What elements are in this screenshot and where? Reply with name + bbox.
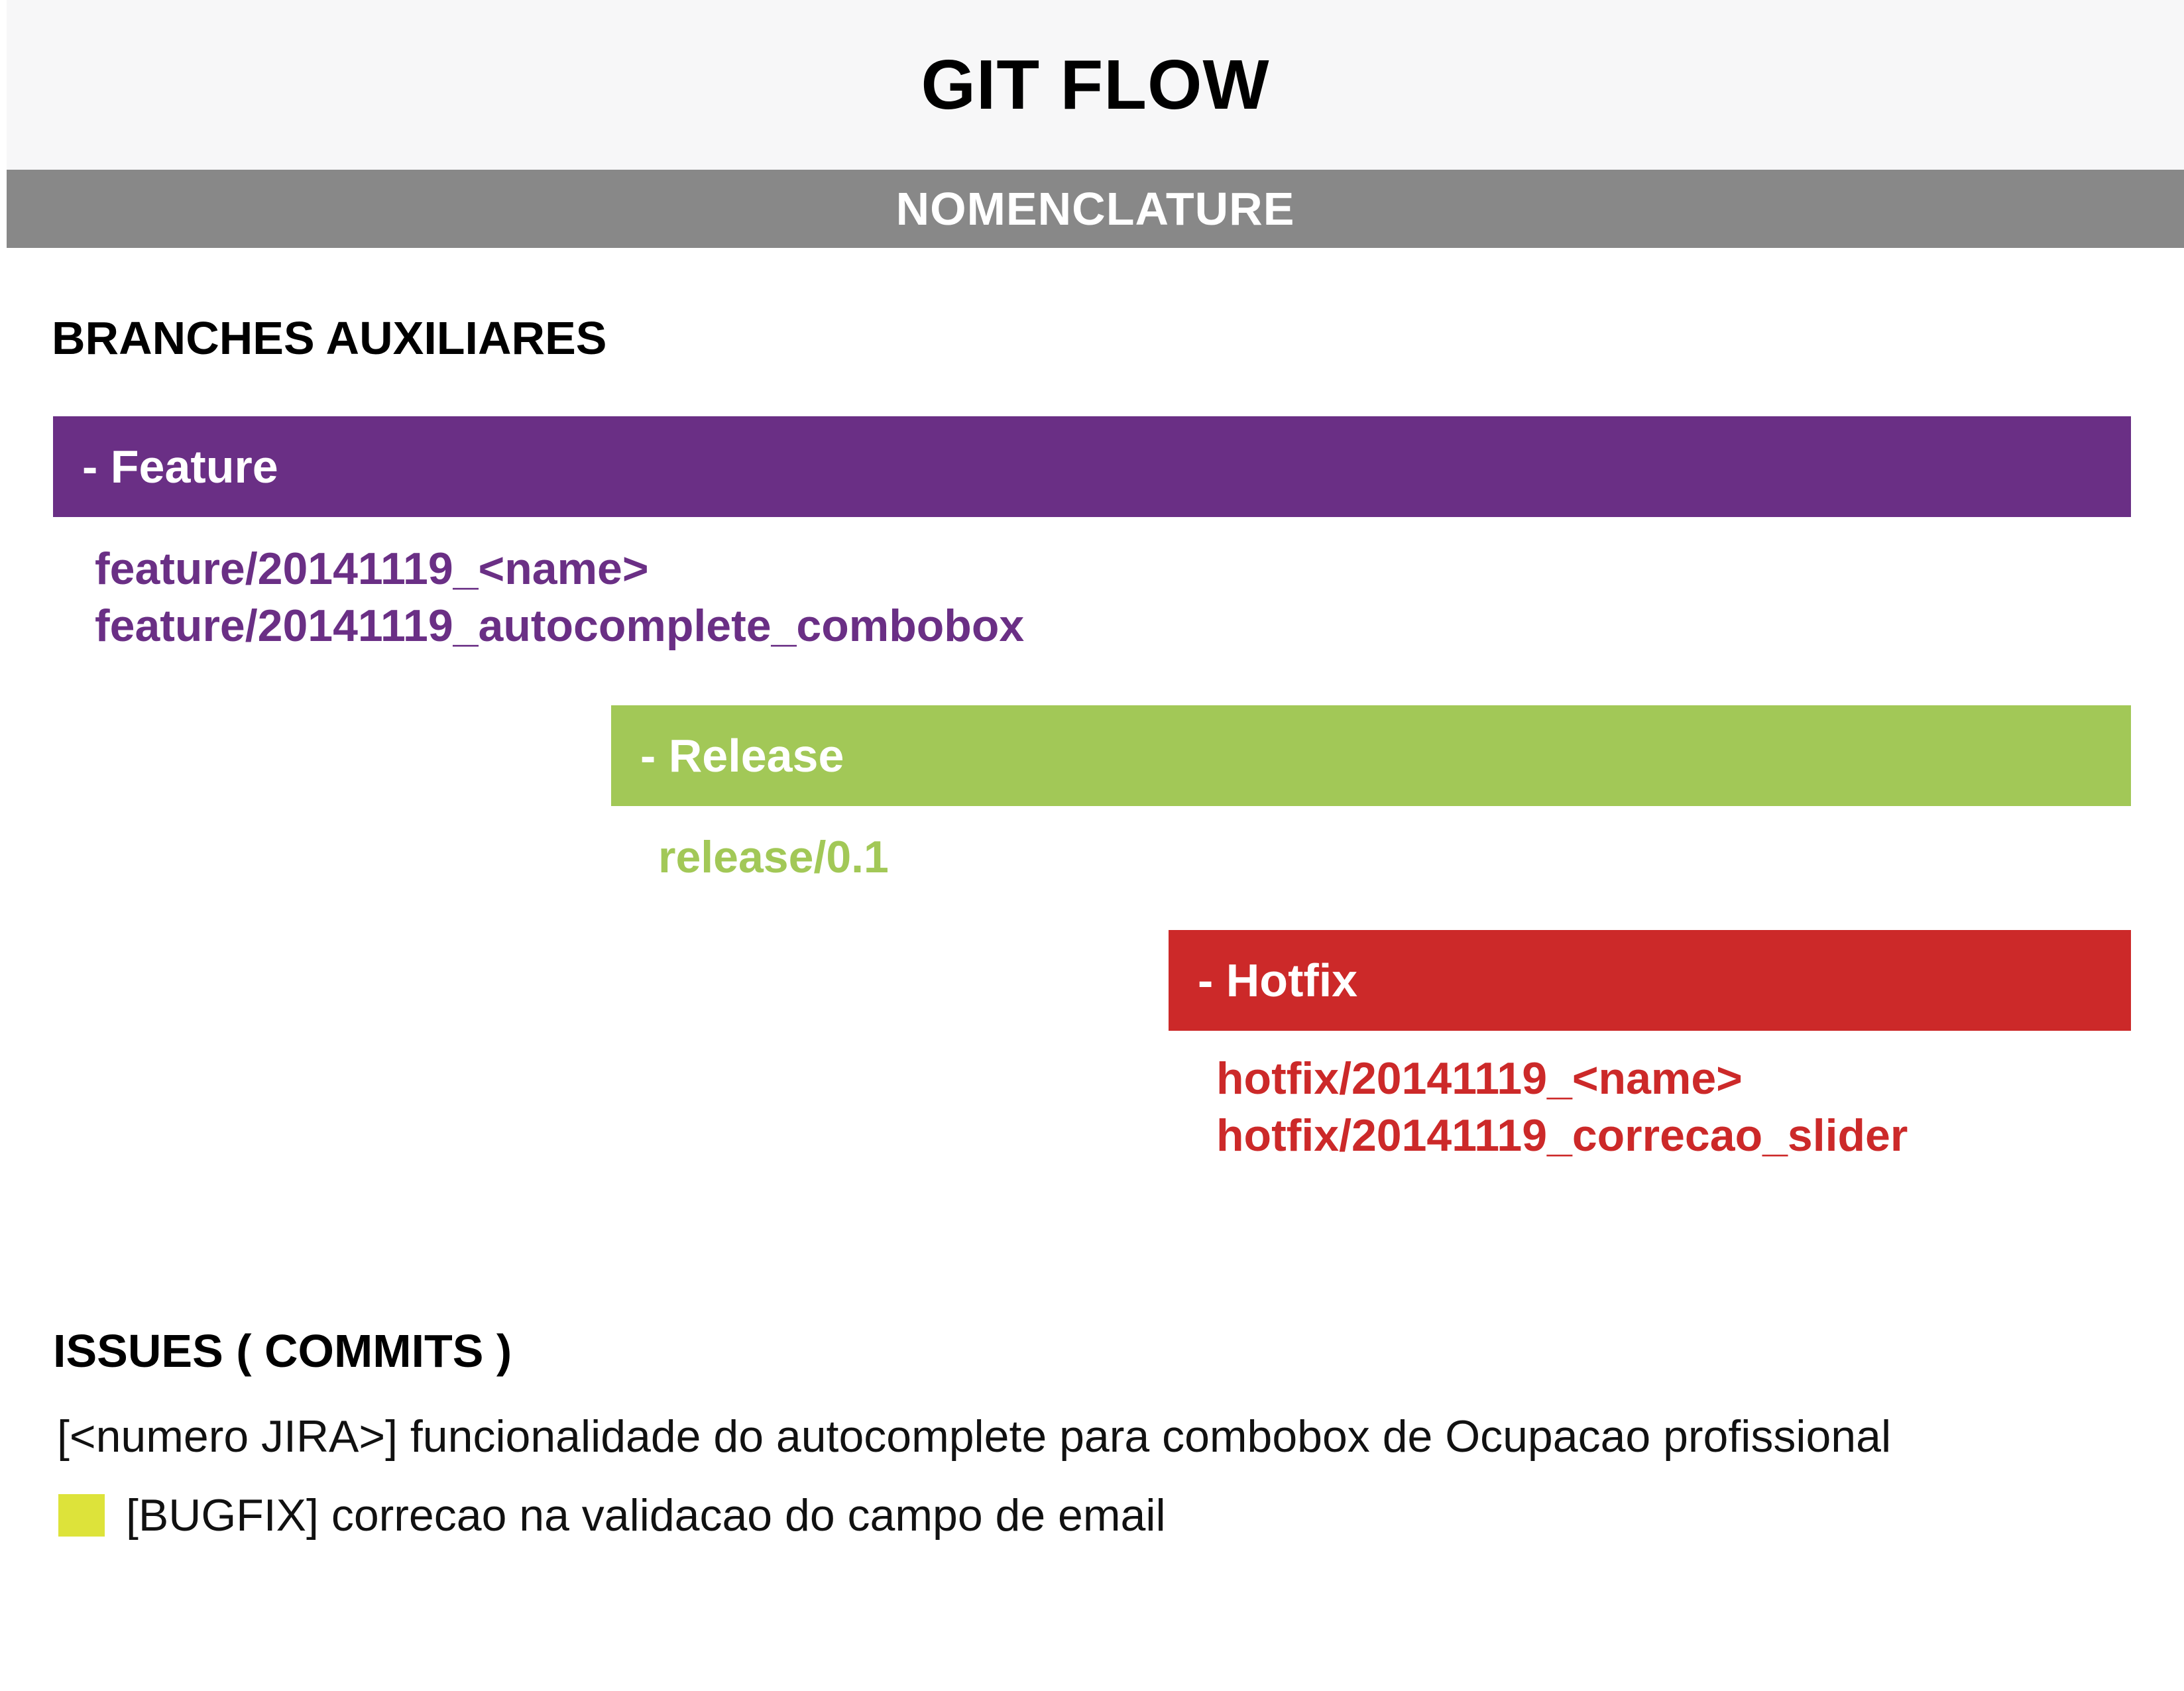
hotfix-example: hotfix/20141119_<name> bbox=[1216, 1053, 1743, 1104]
bugfix-color-swatch bbox=[58, 1494, 105, 1537]
feature-branch-examples: feature/20141119_<name> feature/20141119… bbox=[95, 540, 1024, 654]
release-branch-bar: - Release bbox=[611, 705, 2131, 806]
feature-example: feature/20141119_<name> bbox=[95, 544, 649, 594]
branches-heading: BRANCHES AUXILIARES bbox=[52, 312, 607, 364]
issue-row-bugfix: [BUGFIX] correcao na validacao do campo … bbox=[58, 1489, 1166, 1541]
page-subtitle: NOMENCLATURE bbox=[895, 183, 1295, 235]
feature-branch-label: - Feature bbox=[82, 441, 278, 493]
subtitle-bar: NOMENCLATURE bbox=[7, 170, 2184, 248]
hotfix-branch-label: - Hotfix bbox=[1198, 955, 1358, 1006]
release-branch-label: - Release bbox=[640, 730, 844, 782]
feature-branch-bar: - Feature bbox=[53, 416, 2131, 517]
release-branch-examples: release/0.1 bbox=[658, 829, 889, 886]
hotfix-example: hotfix/20141119_correcao_slider bbox=[1216, 1110, 1908, 1161]
title-bar: GIT FLOW bbox=[7, 0, 2184, 170]
issues-heading: ISSUES ( COMMITS ) bbox=[53, 1325, 512, 1377]
issue-line-bugfix: [BUGFIX] correcao na validacao do campo … bbox=[126, 1490, 1166, 1541]
feature-example: feature/20141119_autocomplete_combobox bbox=[95, 601, 1025, 651]
release-example: release/0.1 bbox=[658, 832, 889, 882]
issue-line-jira: [<numero JIRA>] funcionalidade do autoco… bbox=[57, 1411, 1892, 1462]
hotfix-branch-examples: hotfix/20141119_<name> hotfix/20141119_c… bbox=[1216, 1050, 1908, 1164]
page-title: GIT FLOW bbox=[921, 45, 1270, 124]
hotfix-branch-bar: - Hotfix bbox=[1169, 930, 2131, 1031]
